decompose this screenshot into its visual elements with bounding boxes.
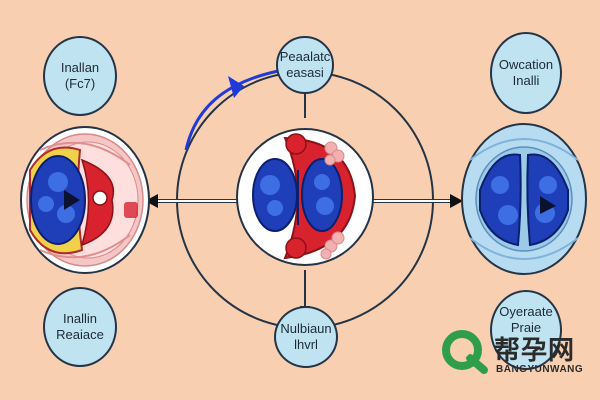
label-line: easasi bbox=[286, 65, 324, 80]
left-cell bbox=[20, 126, 150, 274]
label-line: Praie bbox=[510, 320, 542, 336]
label-line: Inalli bbox=[512, 73, 540, 88]
center-cell bbox=[236, 128, 374, 266]
label-top-left: Inallan (Fc7) bbox=[43, 36, 117, 116]
curved-arrow-head bbox=[228, 76, 244, 98]
watermark-text-cn: 帮孕网 bbox=[494, 336, 576, 366]
left-arrow-head bbox=[145, 194, 158, 208]
label-line: Nulbiaun bbox=[280, 320, 332, 336]
label-line: Inallin bbox=[63, 310, 97, 326]
label-line: Oyeraate bbox=[499, 304, 553, 319]
curved-arrow bbox=[184, 68, 284, 151]
label-line: Peaalatc bbox=[279, 48, 331, 64]
label-line: (Fc7) bbox=[64, 76, 96, 91]
label-line: Owcation bbox=[498, 56, 554, 72]
label-line: Reaiace bbox=[56, 327, 104, 342]
label-top-center: Peaalatc easasi bbox=[276, 36, 334, 94]
label-line: lhvrl bbox=[294, 337, 318, 352]
label-bottom-center: Nulbiaun lhvrl bbox=[274, 306, 338, 368]
label-line: Inallan bbox=[60, 59, 100, 75]
right-cell bbox=[461, 123, 587, 275]
right-arrow-head bbox=[450, 194, 463, 208]
watermark-logo-icon bbox=[442, 330, 488, 374]
label-bottom-right: Oyeraate Praie bbox=[490, 290, 562, 370]
watermark: 帮孕网 BANGYUNWANG bbox=[440, 328, 590, 378]
label-bottom-left: Inallin Reaiace bbox=[43, 287, 117, 367]
label-top-right: Owcation Inalli bbox=[490, 32, 562, 114]
watermark-text-en: BANGYUNWANG bbox=[496, 364, 584, 375]
